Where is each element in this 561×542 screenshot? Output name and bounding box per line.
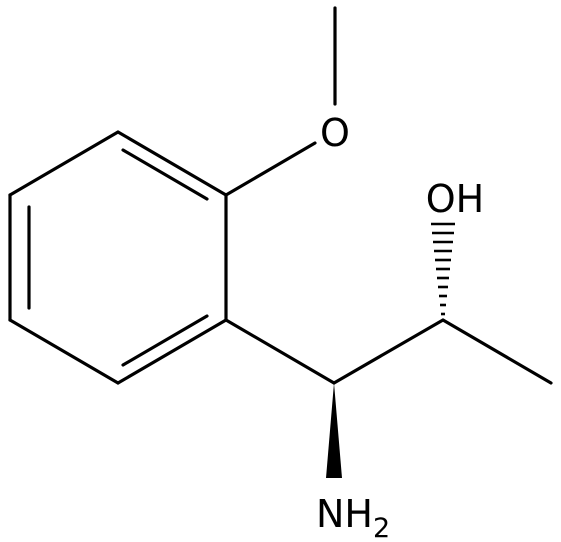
methoxy-oxygen-label: O (320, 111, 350, 155)
hashed-bond-to-hydroxyl (431, 222, 455, 316)
c1-to-c2-bond (332, 318, 445, 385)
side-chain: OH NH2 (224, 177, 553, 542)
hydroxyl-label: OH (426, 177, 484, 221)
ring-bond-1 (116, 130, 228, 197)
ring-bond-6 (8, 130, 120, 197)
methoxy-group: O (224, 6, 350, 197)
ring-double-bond-top (121, 148, 209, 201)
ring-to-oxygen-bond (224, 141, 317, 197)
amine-subscript-text: 2 (373, 513, 390, 542)
ring-bond-3 (116, 318, 228, 385)
benzene-ring (8, 130, 228, 385)
amine-nh-text: NH (316, 492, 373, 536)
wedge-bond-to-amine (326, 383, 342, 478)
ring-bond-4 (8, 318, 120, 385)
ring-to-c1-bond (224, 318, 336, 385)
c2-to-methyl-bond (441, 318, 553, 385)
amine-label: NH2 (316, 492, 390, 542)
ring-double-bond-lower (121, 314, 209, 367)
